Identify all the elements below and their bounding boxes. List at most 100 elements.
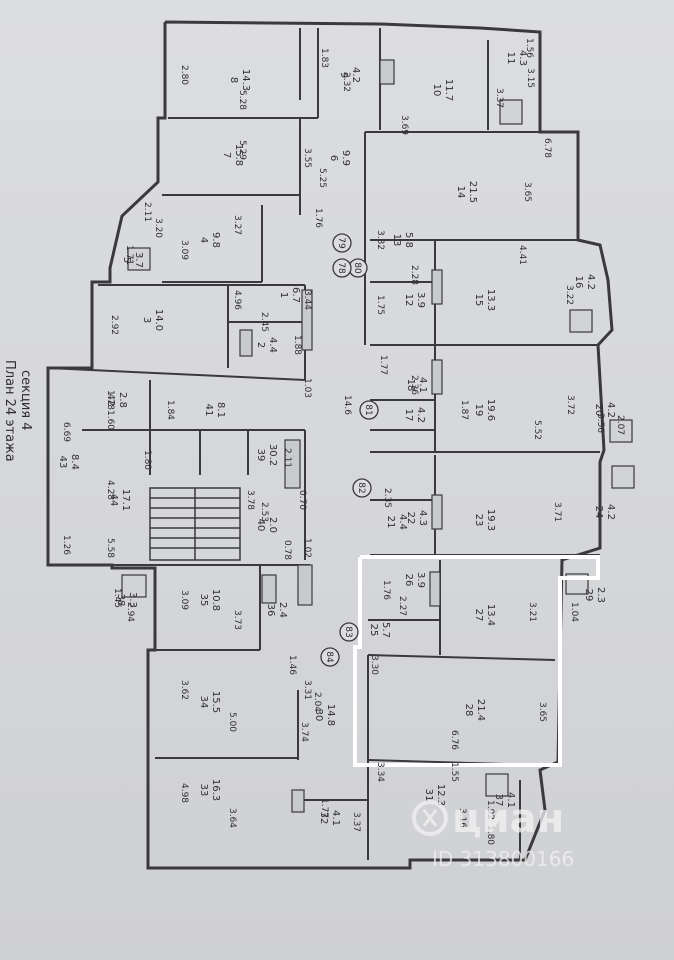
- room-number: 20: [593, 404, 604, 417]
- room-area: 30.2: [267, 444, 278, 466]
- room-area: 14.8: [325, 704, 336, 726]
- dimension-label: 3.15: [525, 68, 535, 88]
- dimension-label: 1.46: [287, 655, 297, 675]
- room-area: 4.4: [397, 514, 408, 530]
- room-number: 13: [391, 234, 402, 247]
- room-number: 40: [255, 519, 266, 532]
- room-number: 32: [318, 812, 329, 825]
- dimension-label: 3.37: [351, 812, 361, 832]
- dimension-label: 1.04: [569, 602, 579, 622]
- room-area: 2.3: [595, 587, 606, 603]
- room-area: 4.2: [605, 504, 616, 520]
- room-number: 29: [583, 589, 594, 602]
- room-number: 41: [203, 404, 214, 417]
- dimension-label: 3.78: [245, 490, 255, 510]
- room-area: 4.2: [585, 274, 596, 290]
- balconies: [121, 99, 635, 797]
- room-number: 33: [198, 784, 209, 797]
- dimension-label: 2.11: [142, 202, 152, 222]
- node-marker: 84: [320, 647, 340, 667]
- room-number: 43: [57, 456, 68, 469]
- node-marker: 80: [348, 258, 368, 278]
- room-area: 3.3: [127, 592, 138, 608]
- dimension-label: 1.76: [313, 208, 323, 228]
- dimension-label: 3.56: [595, 413, 605, 433]
- room-number: 31: [423, 789, 434, 802]
- node-marker: 79: [332, 233, 352, 253]
- dimension-label: 1.92: [485, 800, 495, 820]
- building-outline: [46, 20, 614, 870]
- dimension-label: 1.71: [124, 245, 134, 265]
- dimension-label: 1.60: [105, 410, 115, 430]
- dimension-label: 3.34: [375, 762, 385, 782]
- room-area: 2.0: [267, 517, 278, 533]
- room-area: 17.1: [120, 489, 131, 511]
- room-area: 3.7: [133, 252, 144, 268]
- room-number: 26: [403, 574, 414, 587]
- dimension-label: 1.80: [485, 825, 495, 845]
- room-area: 8.4: [69, 454, 80, 470]
- dimension-label: 3.27: [232, 215, 242, 235]
- node-marker-label: 83: [343, 626, 353, 637]
- dimension-label: 2.92: [109, 315, 119, 335]
- room-area: 10.8: [210, 589, 221, 611]
- cian-watermark: циан ID 313800166: [412, 796, 574, 871]
- room-area: 21.5: [467, 181, 478, 203]
- room-area: 4.2: [350, 67, 361, 83]
- apartment-highlight: [353, 555, 600, 767]
- dimension-label: 3.31: [302, 680, 312, 700]
- dimension-label: 1.76: [381, 580, 391, 600]
- caption-section: секция 4: [18, 370, 33, 431]
- room-number: 42: [105, 394, 116, 407]
- room-area: 6.7: [290, 287, 301, 303]
- dimension-label: 5.00: [227, 712, 237, 732]
- room-number: 21: [385, 516, 396, 529]
- room-area: 9.8: [210, 232, 221, 248]
- dimension-label: 5.28: [237, 90, 247, 110]
- room-number: 3: [141, 317, 152, 323]
- room-area: 15.8: [233, 144, 244, 166]
- room-number: 34: [198, 696, 209, 709]
- dimension-label: 2.80: [179, 65, 189, 85]
- room-number: 44: [108, 494, 119, 507]
- dimension-label: 3.62: [179, 680, 189, 700]
- room-number: 22: [405, 512, 416, 525]
- node-marker-label: 84: [324, 651, 334, 663]
- room-area: 4.1: [505, 792, 516, 808]
- room-number: 25: [368, 624, 379, 637]
- dimension-label: 3.21: [527, 602, 537, 622]
- node-marker-label: 80: [352, 262, 362, 274]
- room-number: 2: [255, 342, 266, 348]
- dimension-label: 3.73: [232, 610, 242, 630]
- dimension-label: 3.37: [494, 88, 504, 108]
- room-area: 5.7: [380, 622, 391, 638]
- node-marker-label: 81: [363, 404, 373, 415]
- dimension-label: 2.27: [397, 596, 407, 616]
- dimension-label: 4.98: [179, 783, 189, 803]
- dimension-label: 3.32: [375, 230, 385, 250]
- room-area: 4.1: [417, 377, 428, 393]
- watermark-listing-id: ID 313800166: [432, 847, 574, 871]
- dimension-label: 2.32: [341, 72, 351, 92]
- room-area: 12.3: [435, 784, 446, 806]
- room-number: 16: [573, 276, 584, 289]
- room-area: 13.3: [485, 289, 496, 311]
- dimension-label: 5.29: [237, 140, 247, 160]
